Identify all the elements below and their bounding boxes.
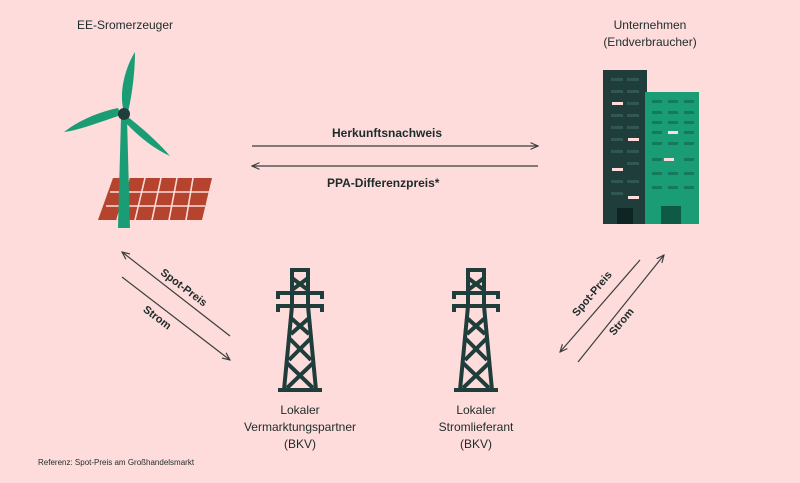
consumer-label-line1: Unternehmen [613,18,687,32]
producer-label: EE-Sromerzeuger [50,17,200,34]
marketer-label: Lokaler Vermarktungspartner (BKV) [230,402,370,453]
producer-label-text: EE-Sromerzeuger [76,18,174,32]
supplier-label-line3: (BKV) [459,437,492,451]
arrow-left-spot-price [122,252,231,337]
consumer-label: Unternehmen (Endverbraucher) [580,17,720,51]
arrow-left-power [121,276,230,360]
consumer-label-line2: (Endverbraucher) [603,35,697,49]
supplier-label: Lokaler Stromlieferant (BKV) [416,402,536,453]
arrow-right-spot-price [560,259,641,352]
flow-label-ppa-price: PPA-Differenzpreis* [327,176,440,190]
marketer-label-line3: (BKV) [283,437,316,451]
solar-panel-icon [98,177,212,221]
power-pylon-icon [276,268,324,392]
supplier-label-line2: Stromlieferant [438,420,514,434]
marketer-label-line1: Lokaler [280,403,320,417]
power-pylon-icon [452,268,500,392]
arrow-right-power [577,255,664,363]
wind-turbine-icon [64,52,170,228]
marketer-label-line2: Vermarktungspartner [243,420,357,434]
footnote: Referenz: Spot-Preis am Großhandelsmarkt [38,458,195,467]
supplier-label-line1: Lokaler [456,403,496,417]
flow-label-origin-certificate: Herkunftsnachweis [332,126,443,140]
office-building-icon [603,70,699,224]
